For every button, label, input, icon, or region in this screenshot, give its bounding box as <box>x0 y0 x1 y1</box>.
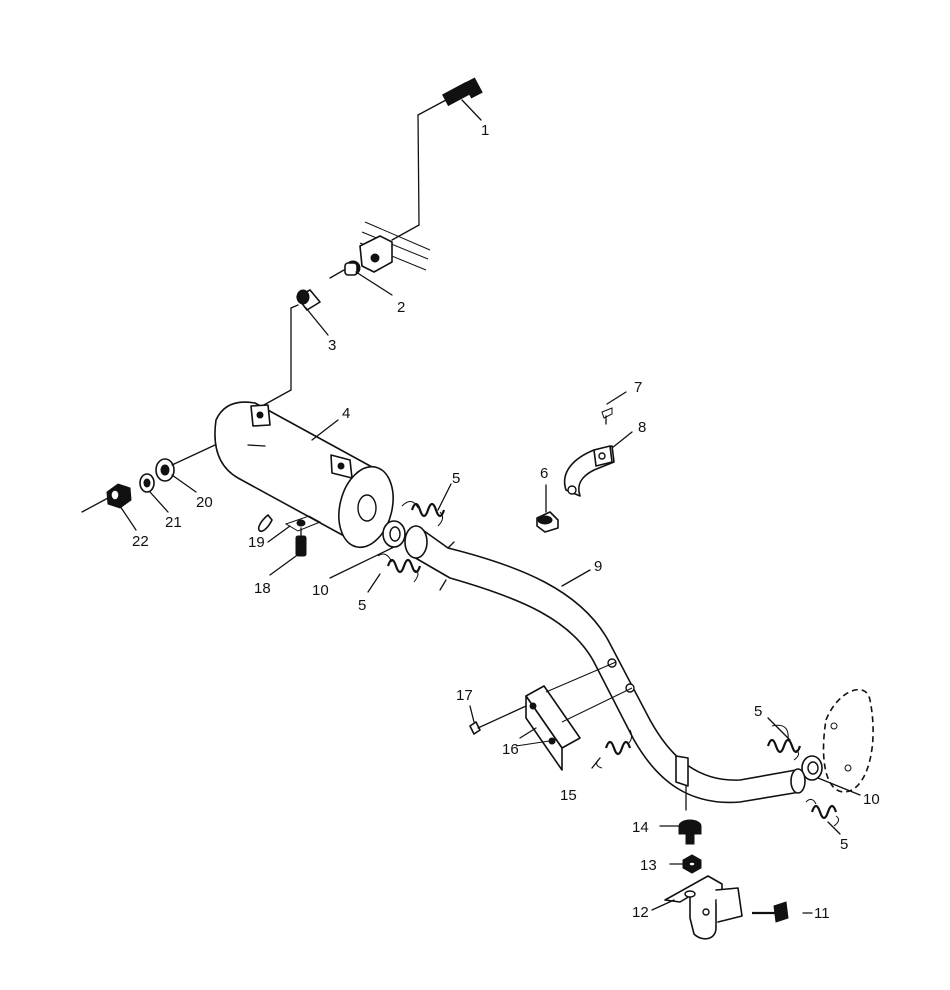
part-16-clamp <box>515 661 633 771</box>
part-3-spacer <box>261 289 321 407</box>
part-18-screw <box>295 527 307 557</box>
part-6-grommet <box>536 511 559 533</box>
leader-lines <box>119 99 861 914</box>
part-5-spring-c <box>766 724 802 761</box>
callout-8: 8 <box>638 419 646 436</box>
callout-12: 12 <box>632 904 649 921</box>
callout-5-right-upper: 5 <box>754 703 762 720</box>
part-4-muffler <box>214 401 394 549</box>
callout-15: 15 <box>560 787 577 804</box>
part-5-spring-d <box>805 798 840 827</box>
part-2-grommet <box>329 221 431 279</box>
callout-17: 17 <box>456 687 473 704</box>
part-1-bolt <box>391 77 483 241</box>
part-11-screw <box>752 901 789 923</box>
part-19-washer <box>284 515 322 532</box>
part-14-mount <box>678 819 702 845</box>
callout-11: 11 <box>814 905 830 922</box>
callout-10-left: 10 <box>312 582 329 599</box>
part-10-gasket-a <box>382 520 406 548</box>
callout-20: 20 <box>196 494 213 511</box>
callout-22: 22 <box>132 533 149 550</box>
part-22-nut <box>106 483 132 509</box>
part-13-nut <box>682 854 702 874</box>
part-15-spring <box>596 729 633 769</box>
callout-14: 14 <box>632 819 649 836</box>
callout-2: 2 <box>397 299 405 316</box>
callout-10-right: 10 <box>863 791 880 808</box>
callout-6: 6 <box>540 465 548 482</box>
part-9-head-pipe <box>404 525 806 811</box>
part-12-bracket <box>664 875 743 940</box>
part-20-washer <box>155 458 175 482</box>
part-8-bracket <box>563 445 615 497</box>
exhaust-port-outline <box>822 688 874 793</box>
callout-7: 7 <box>634 379 642 396</box>
callout-1: 1 <box>481 122 489 139</box>
part-17-bolt <box>469 705 527 735</box>
callout-18: 18 <box>254 580 271 597</box>
callout-16: 16 <box>502 741 519 758</box>
callout-3: 3 <box>328 337 336 354</box>
part-7-screw <box>601 407 613 425</box>
part-21-lock-washer <box>139 473 155 493</box>
part-5-spring-b <box>377 553 422 583</box>
callout-4: 4 <box>342 405 350 422</box>
callout-21: 21 <box>165 514 182 531</box>
callout-19: 19 <box>248 534 265 551</box>
callout-9: 9 <box>594 558 602 575</box>
part-10-gasket-b <box>801 755 823 781</box>
callout-5-lower: 5 <box>358 597 366 614</box>
callout-labels: 1 2 3 4 5 5 5 5 6 7 8 9 10 10 11 12 13 1… <box>132 122 880 922</box>
callout-13: 13 <box>640 857 657 874</box>
callout-5-upper: 5 <box>452 470 460 487</box>
part-5-spring-a <box>401 501 446 527</box>
callout-5-right-lower: 5 <box>840 836 848 853</box>
